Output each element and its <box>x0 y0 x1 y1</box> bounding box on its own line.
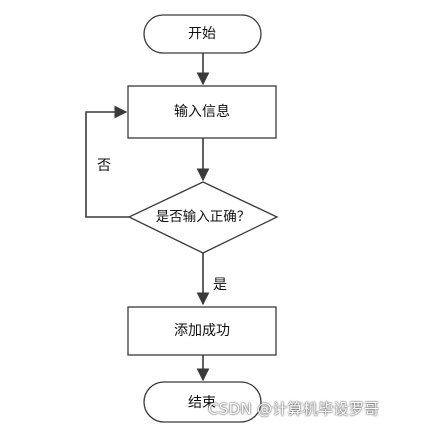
end-node-shape <box>143 381 262 423</box>
csdn-watermark: CSDN @计算机毕设罗哥 <box>208 400 380 418</box>
start-node-label: 开始 <box>188 26 216 42</box>
input-node-label: 输入信息 <box>174 103 230 120</box>
success-node-shape <box>127 306 277 356</box>
input-node-shape <box>127 85 277 139</box>
success-node-label: 添加成功 <box>174 323 230 339</box>
end-node-label: 结束 <box>188 395 216 411</box>
input-node: 输入信息 <box>127 85 277 139</box>
edge-no-label: 否 <box>97 158 111 174</box>
edge-yes-label: 是 <box>213 277 227 293</box>
end-node: 结束 <box>143 381 262 423</box>
edge-decision-no-to-input <box>85 105 129 218</box>
start-node: 开始 <box>143 14 262 54</box>
success-node: 添加成功 <box>127 306 277 356</box>
decision-node-label: 是否输入正确？ <box>156 209 251 225</box>
decision-node: 是否输入正确？ <box>127 181 279 254</box>
